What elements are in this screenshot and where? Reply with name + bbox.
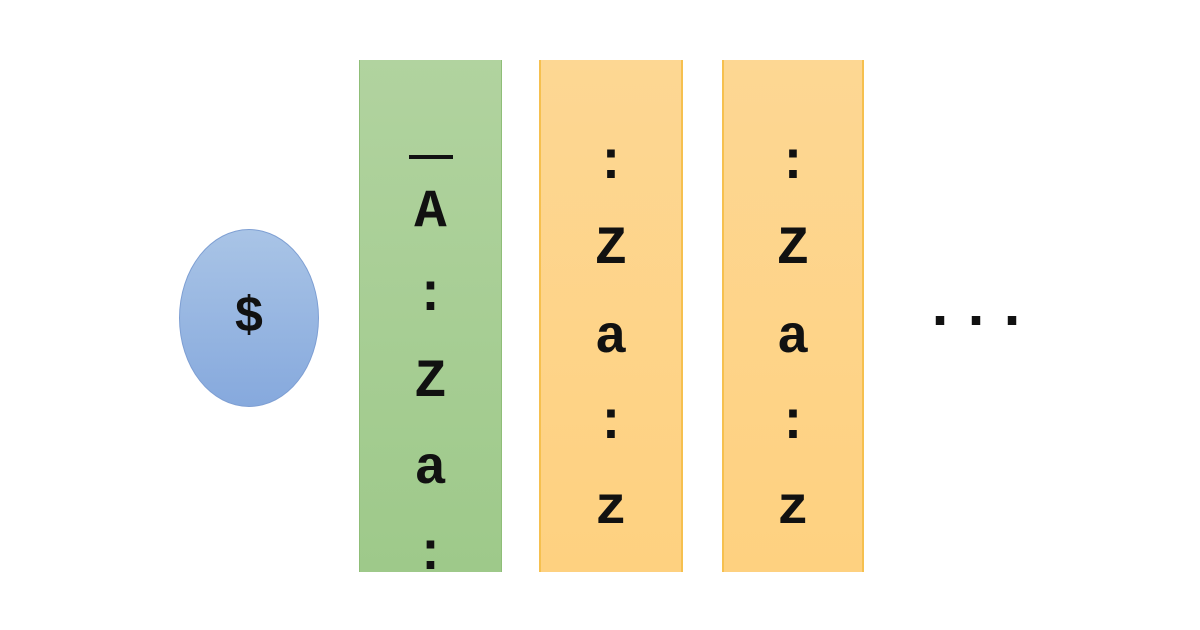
negation-overbar (408, 155, 453, 159)
character-class-column-1: A : Z a : z (359, 60, 502, 572)
column-3-glyph-1: : (776, 134, 810, 195)
start-anchor-node: $ (179, 229, 319, 407)
column-3-glyph-3: a (776, 308, 810, 369)
character-class-column-2: : Z a : z 0 (539, 60, 683, 572)
column-3-glyph-2: Z (776, 219, 810, 280)
anchor-symbol: $ (233, 289, 264, 347)
column-1-glyph-4: a (414, 439, 447, 500)
column-2-glyph-5: z (594, 479, 628, 540)
character-class-column-3: : Z a : z 0 (722, 60, 864, 572)
column-2-glyph-2: Z (594, 219, 628, 280)
continuation-ellipsis: ... (922, 276, 1031, 344)
column-1-glyph-2: : (414, 266, 447, 327)
column-3-glyph-5: z (776, 479, 810, 540)
column-3-glyph-6: 0 (724, 566, 862, 573)
column-2-glyph-1: : (594, 134, 628, 195)
column-1-glyph-1: A (414, 182, 447, 243)
column-1-glyph-3: Z (414, 352, 447, 413)
column-2-glyph-3: a (594, 308, 628, 369)
column-3-glyph-4: : (776, 394, 810, 455)
column-1-glyph-5: : (414, 525, 447, 573)
column-2-glyph-6: 0 (541, 566, 681, 573)
column-2-glyph-4: : (594, 394, 628, 455)
